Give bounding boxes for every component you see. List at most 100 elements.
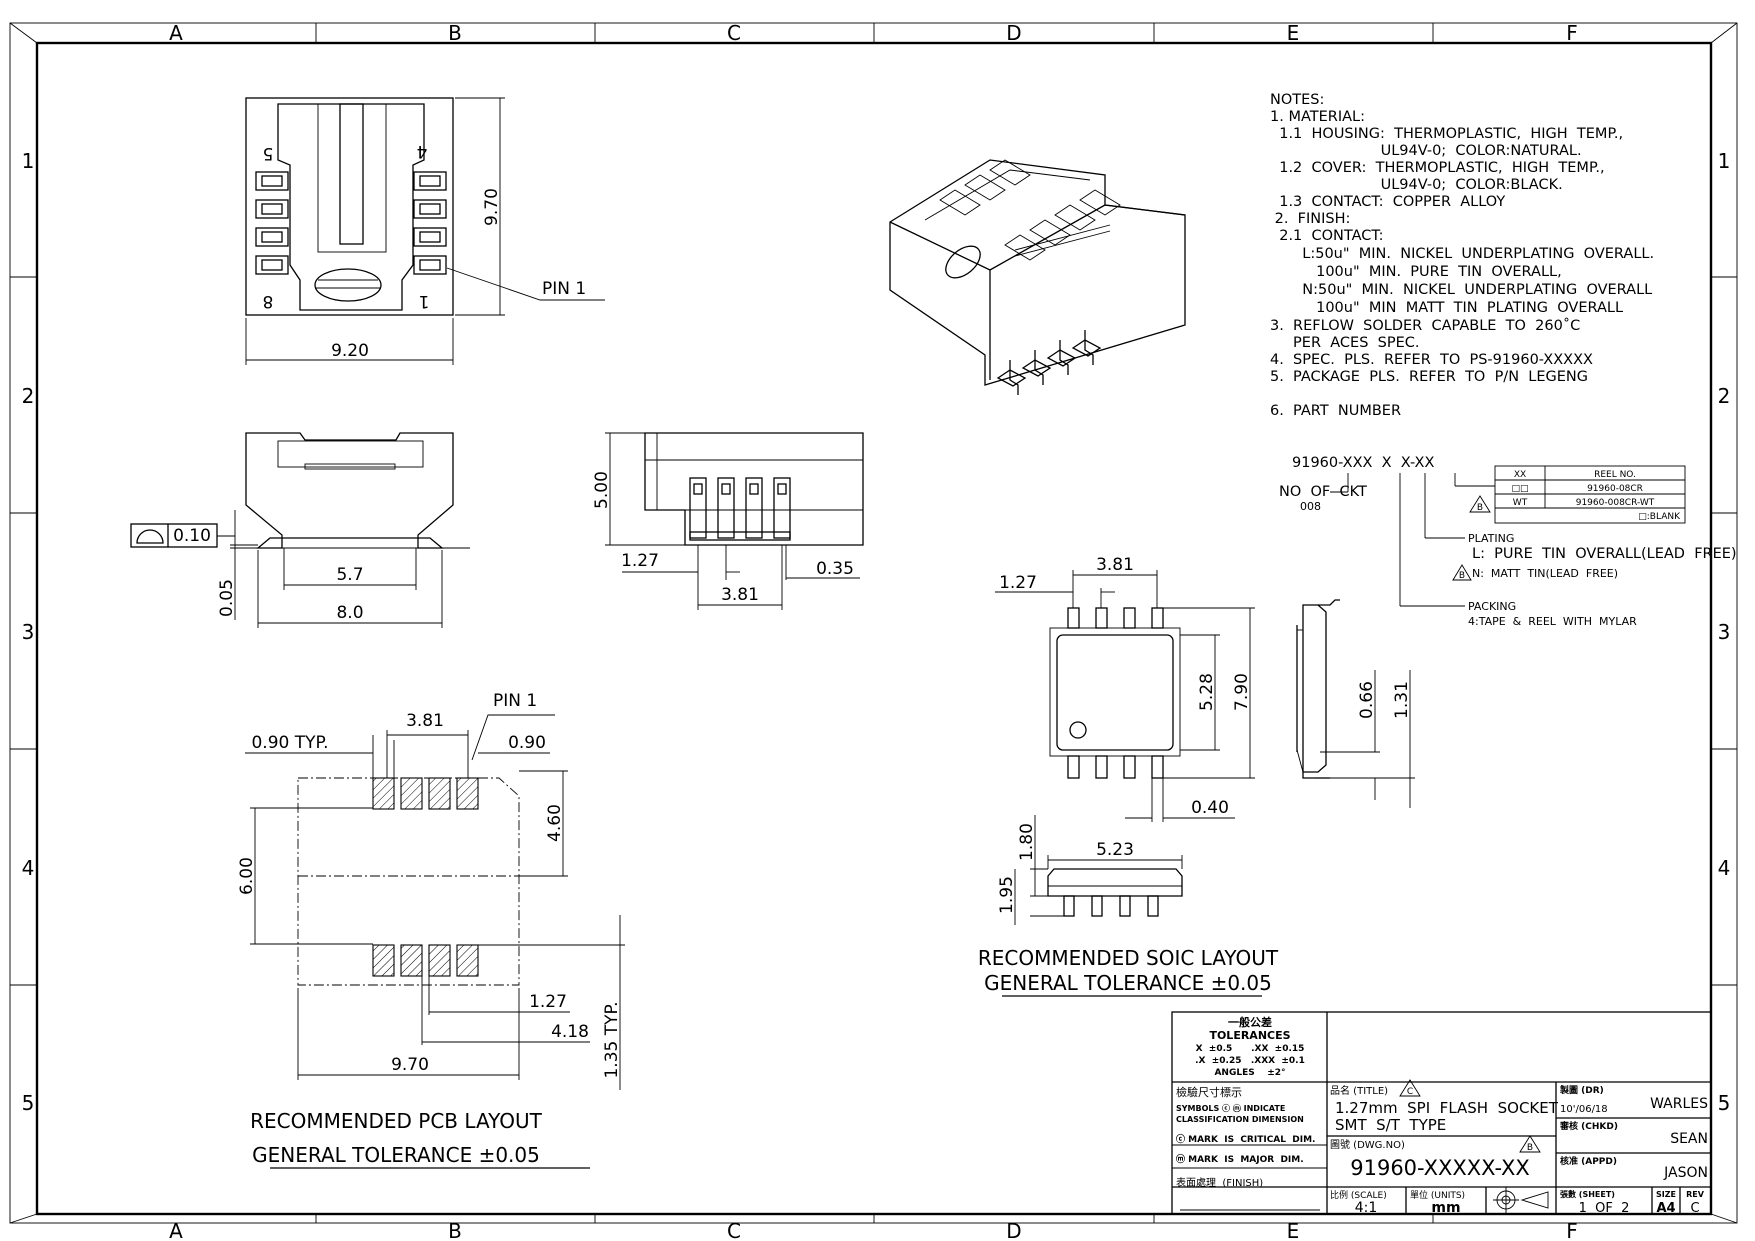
projection-symbol-icon (1493, 1187, 1549, 1213)
col-label-d-top: D (1006, 21, 1021, 45)
reel-table-row2-reel: 91960-008CR-WT (1576, 498, 1655, 508)
reel-table-header-xx: XX (1514, 470, 1526, 480)
row-label-5-left: 5 (22, 1091, 35, 1115)
note-line-15: 4. SPEC. PLS. REFER TO PS-91960-XXXXX (1270, 352, 1593, 368)
note-line-14: PER ACES SPEC. (1270, 335, 1419, 351)
dim-side-381: 3.81 (721, 585, 759, 605)
note-line-16: 5. PACKAGE PLS. REFER TO P/N LEGENG (1270, 369, 1588, 385)
reel-table-blank-note: □:BLANK (1638, 512, 1681, 522)
col-label-e-bottom: E (1287, 1219, 1300, 1241)
col-label-f-bottom: F (1566, 1219, 1578, 1241)
appd-label: 核准 (APPD) (1560, 1155, 1617, 1167)
note-line-10: 100u" MIN. PURE TIN OVERALL, (1270, 264, 1562, 280)
col-label-b-bottom: B (448, 1219, 462, 1241)
rev-value: C (1690, 1201, 1699, 1216)
row-label-4-right: 4 (1718, 856, 1731, 880)
note-line-18: 6. PART NUMBER (1270, 403, 1401, 419)
size-value: A4 (1656, 1201, 1675, 1216)
pcb-layout-tolerance: GENERAL TOLERANCE ±0.05 (252, 1143, 540, 1167)
reel-table-row1-reel: 91960-08CR (1587, 484, 1643, 494)
note-line-2: 1.1 HOUSING: THERMOPLASTIC, HIGH TEMP., (1270, 126, 1623, 142)
row-label-4-left: 4 (22, 856, 35, 880)
ckt-value: 008 (1300, 500, 1321, 513)
dim-pcb-418: 4.18 (551, 1022, 589, 1042)
dim-soic-180: 1.80 (1017, 823, 1037, 861)
dwg-no-label: 圖號 (DWG.NO) (1330, 1138, 1405, 1151)
pcb-layout: 3.81 0.90 TYP. 0.90 PIN 1 4.60 6.00 1.35… (237, 691, 625, 1169)
note-line-12: 100u" MIN MATT TIN PLATING OVERALL (1270, 300, 1623, 316)
dim-soic-195: 1.95 (997, 876, 1017, 914)
notes-block: NOTES: 1. MATERIAL: 1.1 HOUSING: THERMOP… (1270, 92, 1654, 419)
dim-front-80: 8.0 (336, 603, 363, 623)
col-label-b-top: B (448, 21, 462, 45)
pcb-layout-title: RECOMMENDED PCB LAYOUT (250, 1109, 542, 1133)
dr-name: WARLES (1650, 1096, 1708, 1112)
col-label-d-bottom: D (1006, 1219, 1021, 1241)
symbol-label-en-1: SYMBOLS ⓒ ⓜ INDICATE (1176, 1103, 1285, 1113)
soic-top-leads (1067, 607, 1164, 629)
title-block: 一般公差 TOLERANCES X ±0.5 .XX ±0.15 .X ±0.2… (1171, 1011, 1712, 1216)
dwg-number: 91960-XXXXX-XX (1350, 1156, 1530, 1180)
dim-soic-381: 3.81 (1096, 555, 1134, 575)
pin-label-5: 5 (263, 143, 274, 163)
reel-table-header-reel: REEL NO. (1594, 470, 1636, 480)
dim-pcb-135-typ: 1.35 TYP. (602, 1001, 622, 1078)
plating-option-n: N: MATT TIN(LEAD FREE) (1472, 567, 1618, 580)
title-line-2: SMT S/T TYPE (1335, 1116, 1446, 1134)
col-label-a-top: A (169, 21, 183, 45)
part-number-scheme: 91960-XXX X X-XX NO OF CKT 008 XX REEL N… (1279, 455, 1737, 628)
major-dim-note: ⓜ MARK IS MAJOR DIM. (1176, 1153, 1304, 1165)
dim-soic-523: 5.23 (1096, 840, 1134, 860)
dim-side-127: 1.27 (621, 551, 659, 571)
col-label-c-bottom: C (727, 1219, 741, 1241)
tolerances-cn: 一般公差 (1228, 1015, 1272, 1029)
pin1-callout-pcb: PIN 1 (493, 691, 537, 711)
col-label-f-top: F (1566, 21, 1578, 45)
no-of-ckt-label: NO OF CKT (1279, 484, 1367, 500)
rev-mark-b-plating: B (1459, 571, 1465, 581)
col-label-c-top: C (727, 21, 741, 45)
dim-pcb-970: 9.70 (391, 1055, 429, 1075)
note-line-7: 2. FINISH: (1270, 211, 1350, 227)
plating-title: PLATING (1468, 532, 1514, 545)
symbol-label-en-2: CLASSIFICATION DIMENSION (1176, 1115, 1304, 1124)
chkd-name: SEAN (1670, 1131, 1708, 1147)
soic-bottom-leads (1067, 755, 1164, 779)
note-line-0: NOTES: (1270, 92, 1324, 108)
title-line-1: 1.27mm SPI FLASH SOCKET (1335, 1099, 1559, 1117)
dim-pcb-090: 0.90 (508, 733, 546, 753)
dim-side-035: 0.35 (816, 559, 854, 579)
symbol-label-cn: 檢驗尺寸標示 (1176, 1085, 1242, 1099)
dim-top-height: 9.70 (482, 188, 502, 226)
pin-label-1: 1 (419, 291, 430, 311)
row-label-3-left: 3 (22, 620, 35, 644)
pcb-top-pads (372, 777, 479, 810)
title-rev-mark: C (1407, 1087, 1413, 1097)
sheet-label: 張數 (SHEET) (1560, 1189, 1615, 1199)
dim-pcb-090-typ: 0.90 TYP. (251, 733, 328, 753)
dim-soic-066: 0.66 (1357, 681, 1377, 719)
dim-soic-127: 1.27 (999, 573, 1037, 593)
reel-table: XX REEL NO. □□ 91960-08CR WT 91960-008CR… (1494, 465, 1686, 524)
dim-pcb-127: 1.27 (529, 992, 567, 1012)
dim-side-500: 5.00 (592, 471, 612, 509)
note-line-11: N:50u" MIN. NICKEL UNDERPLATING OVERALL (1270, 282, 1652, 298)
soic-layout: 3.81 1.27 5.28 7.90 0.40 (978, 555, 1415, 997)
row-label-1-left: 1 (22, 149, 35, 173)
dim-soic-790: 7.90 (1232, 673, 1252, 711)
note-line-3: UL94V-0; COLOR:NATURAL. (1270, 143, 1582, 159)
scale-value: 4:1 (1355, 1200, 1378, 1216)
dim-front-005: 0.05 (217, 579, 237, 617)
isometric-view (889, 159, 1186, 395)
dim-pcb-460: 4.60 (545, 804, 565, 842)
dr-label: 製圖 (DR) (1559, 1084, 1604, 1096)
scale-label: 比例 (SCALE) (1330, 1189, 1387, 1201)
plating-option-l: L: PURE TIN OVERALL(LEAD FREE) (1472, 546, 1737, 562)
reel-table-row2-code: WT (1513, 498, 1528, 508)
front-view: 0.10 0.05 5.7 8.0 (130, 432, 470, 628)
top-view: 5 4 8 1 9.20 9.70 PIN 1 (245, 97, 605, 365)
row-label-5-right: 5 (1718, 1091, 1731, 1115)
note-line-13: 3. REFLOW SOLDER CAPABLE TO 260˚C (1270, 317, 1580, 334)
tolerances-en: TOLERANCES (1209, 1029, 1290, 1042)
